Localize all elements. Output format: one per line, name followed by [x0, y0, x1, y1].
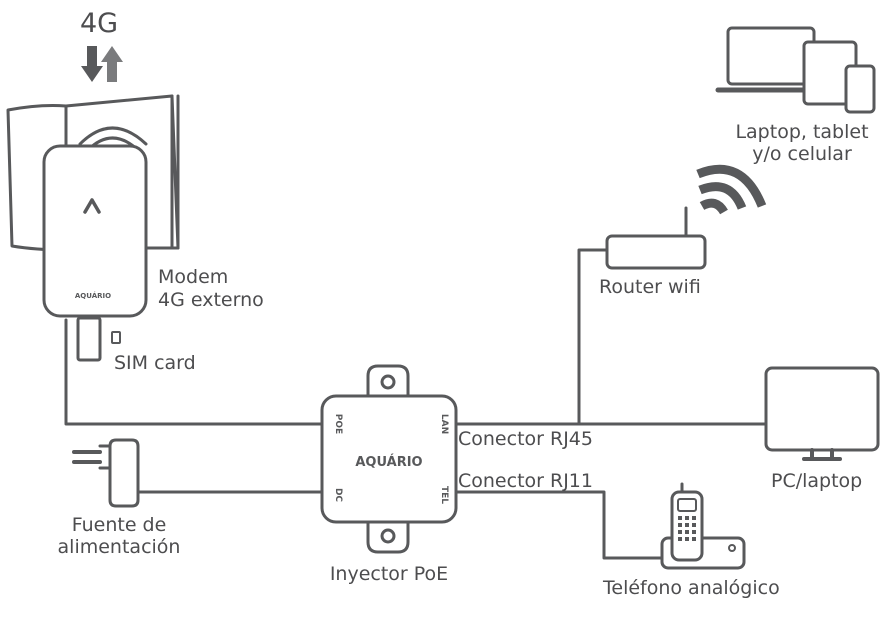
router-label: Router wifi: [599, 276, 701, 298]
injector-brand: AQUÁRIO: [355, 454, 422, 470]
monitor-screen: [764, 366, 880, 452]
connector-rj11-label: Conector RJ11: [458, 470, 593, 492]
injector-label: Inyector PoE: [329, 563, 449, 585]
plug-prongs: [72, 450, 102, 464]
connector-rj45-label: Conector RJ45: [458, 428, 593, 450]
port-label-poe: POE: [333, 414, 343, 434]
lan-to-router-line: [577, 248, 609, 426]
handset-screen: [677, 498, 697, 512]
sim-card-label: SIM card: [114, 352, 196, 374]
monitor-stand: [810, 448, 834, 460]
modem-label-line2: 4G externo: [158, 289, 264, 311]
router-wifi-device: [605, 164, 767, 270]
sim-card-icon: [111, 331, 121, 344]
connection-lines: [64, 248, 768, 560]
analog-phone-device: [660, 482, 746, 570]
power-supply-device: [72, 438, 140, 508]
base-indicator: [728, 544, 736, 552]
modem-brand: AQUÁRIO: [75, 291, 111, 300]
modem-4g-device: AQUÁRIO: [6, 94, 180, 362]
pc-monitor-device: [764, 366, 880, 461]
power-supply-label-line2: alimentación: [57, 536, 181, 558]
devices-label-line2: y/o celular: [752, 143, 852, 165]
phone-body: [844, 64, 876, 114]
injector-top-hole: [380, 374, 396, 390]
devices-label-line1: Laptop, tablet: [735, 121, 869, 143]
injector-bottom-hole: [380, 528, 396, 544]
signal-arrows-icon: [81, 46, 123, 82]
tel-to-phone-line: [454, 490, 664, 560]
modem-label-line1: Modem: [158, 266, 229, 288]
poe-injector-device: POE DC LAN TEL AQUÁRIO: [320, 364, 458, 554]
keypad-icon: [678, 516, 696, 541]
port-label-tel: TEL: [439, 486, 449, 504]
devices-icon: [715, 26, 876, 114]
modem-logo-icon: [83, 198, 101, 214]
router-body: [605, 234, 707, 270]
injector-body: [320, 394, 458, 524]
power-supply-body: [108, 438, 140, 508]
laptop-screen: [726, 26, 816, 86]
injector-top-tab: [366, 364, 410, 400]
phone-label: Teléfono analógico: [603, 577, 780, 599]
sim-slot: [76, 316, 102, 362]
power-supply-label-line1: Fuente de: [71, 514, 167, 536]
router-signal-icon: [696, 164, 767, 215]
pc-label: PC/laptop: [771, 470, 863, 492]
modem-to-poe-line: [64, 318, 324, 426]
injector-bottom-tab: [366, 518, 410, 554]
modem-body: [42, 144, 148, 318]
signal-4g-label: 4G: [80, 8, 119, 39]
port-label-dc: DC: [333, 488, 343, 502]
port-label-lan: LAN: [439, 414, 449, 434]
